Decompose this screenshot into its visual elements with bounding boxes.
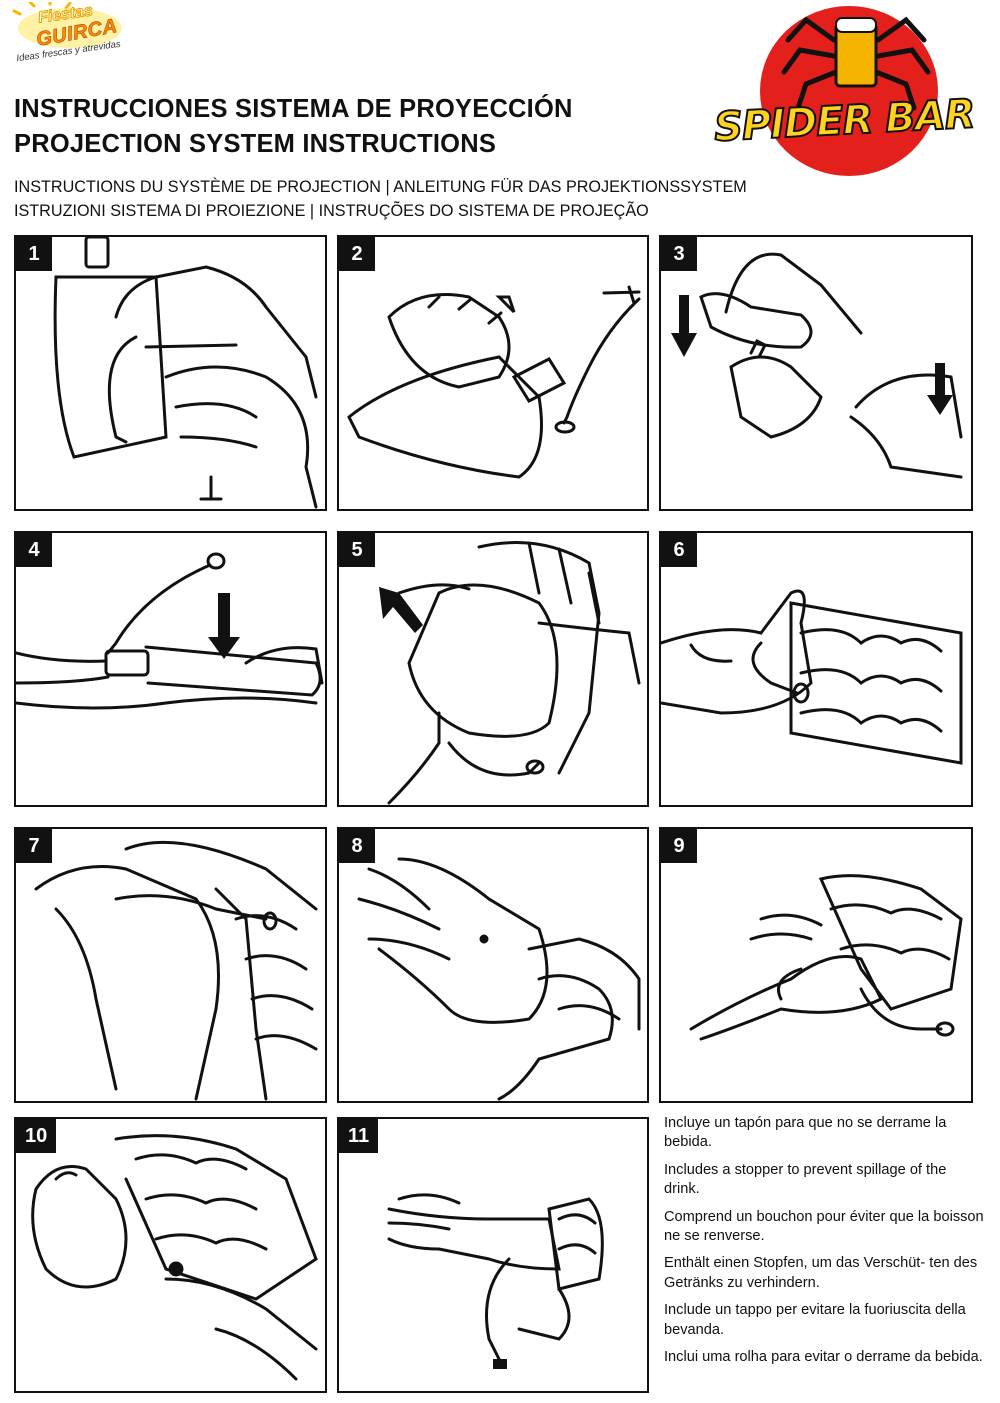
note-spanish: Incluye un tapón para que no se derrame … [664, 1115, 947, 1151]
step-panel-2: 2 [337, 235, 649, 511]
title-spanish: INSTRUCCIONES SISTEMA DE PROYECCIÓN [14, 95, 573, 123]
sun-icon [12, 2, 122, 48]
brand-logo: Fiestas GUIRCA Ideas frescas y atrevidas [8, 2, 168, 76]
step-panel-7: 7 [14, 827, 327, 1103]
title-english: PROJECTION SYSTEM INSTRUCTIONS [14, 130, 497, 158]
note-english: Includes a stopper to prevent spillage o… [664, 1161, 947, 1198]
step-number: 8 [339, 829, 375, 863]
step-number: 2 [339, 237, 375, 271]
subtitle-italian-portuguese: ISTRUZIONI SISTEMA DI PROIEZIONE | INSTR… [14, 202, 649, 220]
insert-sleeve-icon [379, 541, 641, 805]
note-french: Comprend un bouchon pour éviter que la b… [664, 1208, 984, 1245]
step-panel-5: 5 [337, 531, 649, 807]
stopper-notes: Incluye un tapón para que no se derrame … [664, 1114, 984, 1375]
connect-tube-icon [671, 252, 963, 479]
step-number: 11 [339, 1119, 379, 1153]
step-number: 5 [339, 533, 375, 567]
drink-pouch-icon [53, 237, 318, 509]
step-panel-11: 11 [337, 1117, 649, 1393]
palm-tube-icon [689, 874, 963, 1041]
step-number: 9 [661, 829, 697, 863]
press-button-icon [31, 1134, 318, 1381]
tube-stopper-icon [387, 1193, 604, 1369]
step-number: 6 [661, 533, 697, 567]
step-panel-4: 4 [14, 531, 327, 807]
note-italian: Include un tappo per evitare la fuoriusc… [664, 1302, 966, 1338]
step-number: 7 [16, 829, 52, 863]
note-german: Enthält einen Stopfen, um das Verschüt- … [664, 1255, 978, 1291]
pouch-tube-icon [347, 285, 641, 479]
step-number: 3 [661, 237, 697, 271]
step-panel-8: 8 [337, 827, 649, 1103]
sleeve-tube-icon [661, 589, 963, 765]
note-portuguese: Inclui uma rolha para evitar o derrame d… [664, 1349, 983, 1366]
step-number: 10 [16, 1119, 57, 1153]
step-panel-10: 10 [14, 1117, 327, 1393]
step-panel-3: 3 [659, 235, 973, 511]
logo-text: SPIDER BAR [712, 90, 977, 152]
subtitle-french-german: INSTRUCTIONS DU SYSTÈME DE PROJECTION | … [14, 178, 747, 196]
step-panel-9: 9 [659, 827, 973, 1103]
squeeze-arrow-icon [16, 552, 324, 710]
spider-beer-icon [781, 16, 931, 111]
glove-icon [357, 857, 641, 1101]
step-number: 1 [16, 237, 52, 271]
step-panel-6: 6 [659, 531, 973, 807]
step-panel-1: 1 [14, 235, 327, 511]
wrist-tube-icon [34, 840, 318, 1101]
spider-bar-logo: SPIDER BAR [706, 0, 992, 180]
step-number: 4 [16, 533, 52, 567]
